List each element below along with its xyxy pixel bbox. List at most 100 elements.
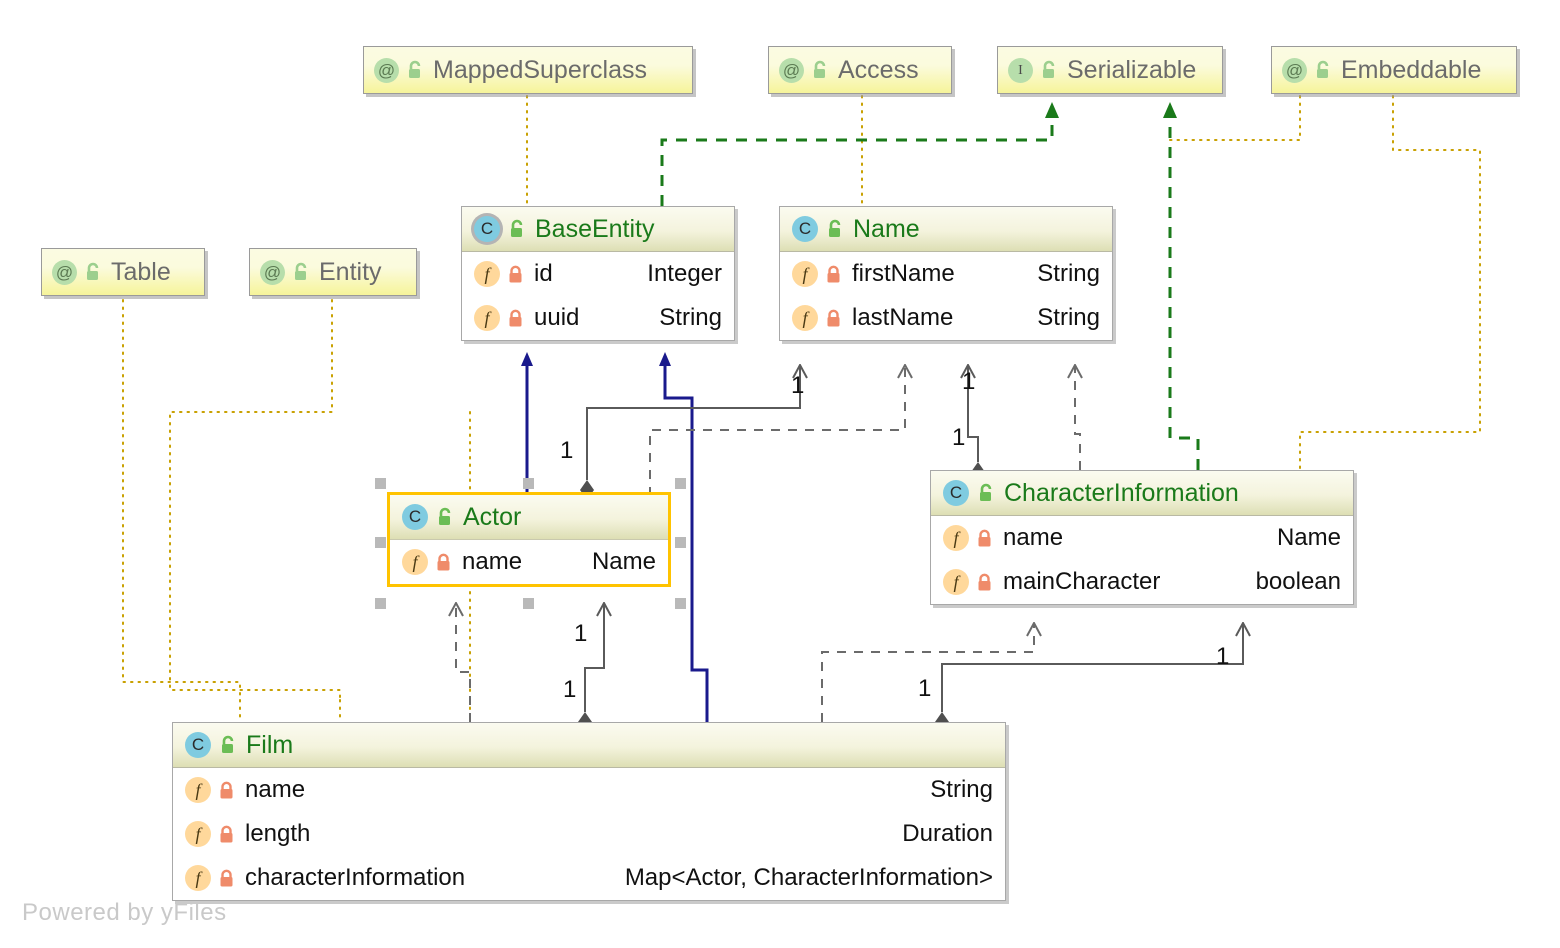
attribute-type: Map<Actor, CharacterInformation> xyxy=(624,864,993,891)
multiplicity-label: 1 xyxy=(962,368,976,395)
field-f-icon: f xyxy=(474,305,500,331)
field-f-icon: f xyxy=(474,261,500,287)
class-attribute-row[interactable]: f lastName String xyxy=(780,296,1112,340)
selection-handle-e[interactable] xyxy=(675,537,686,548)
annotation-node-embeddable[interactable]: @ Embeddable xyxy=(1271,46,1517,94)
class-attribute-row[interactable]: f firstName String xyxy=(780,252,1112,296)
attribute-type: String xyxy=(930,776,993,803)
field-f-icon: f xyxy=(792,261,818,287)
selection-handle-ne[interactable] xyxy=(675,478,686,489)
annotation-node-serializable[interactable]: I Serializable xyxy=(997,46,1223,94)
class-header: C Actor xyxy=(390,495,668,540)
lock-icon xyxy=(827,265,840,282)
class-c-abstract-icon: C xyxy=(474,216,500,242)
field-f-icon: f xyxy=(185,865,211,891)
multiplicity-label: 1 xyxy=(918,675,932,702)
watermark: Powered by yFiles xyxy=(22,899,227,926)
field-f-icon: f xyxy=(943,569,969,595)
attribute-name: id xyxy=(534,260,553,287)
selection-handle-sw[interactable] xyxy=(375,598,386,609)
class-name-label: Film xyxy=(246,730,294,759)
class-node-baseentity[interactable]: C BaseEntity f id Integer f uuid String xyxy=(461,206,735,341)
lock-icon xyxy=(978,529,991,546)
unlock-icon xyxy=(222,735,234,753)
class-c-icon: C xyxy=(792,216,818,242)
annotation-label: Access xyxy=(838,55,919,84)
unlock-icon xyxy=(980,483,992,501)
annotation-at-icon: @ xyxy=(374,57,399,83)
selection-handle-se[interactable] xyxy=(675,598,686,609)
unlock-icon xyxy=(295,262,307,280)
unlock-icon xyxy=(511,219,523,237)
class-attribute-row[interactable]: f uuid String xyxy=(462,296,734,340)
multiplicity-label: 1 xyxy=(560,437,574,464)
annotation-at-icon: @ xyxy=(779,57,804,83)
annotation-node-access[interactable]: @ Access xyxy=(768,46,952,94)
annotation-label: MappedSuperclass xyxy=(433,55,648,84)
attribute-name: name xyxy=(1003,524,1064,551)
field-f-icon: f xyxy=(792,305,818,331)
selection-handle-w[interactable] xyxy=(375,537,386,548)
selection-handle-s[interactable] xyxy=(523,598,534,609)
selection-handle-nw[interactable] xyxy=(375,478,386,489)
multiplicity-label: 1 xyxy=(1216,643,1230,670)
unlock-icon xyxy=(1043,60,1055,78)
lock-icon xyxy=(978,573,991,590)
unlock-icon xyxy=(87,262,99,280)
annotation-node-table[interactable]: @ Table xyxy=(41,248,205,296)
annotation-label: Entity xyxy=(319,257,382,286)
lock-icon xyxy=(509,309,522,326)
field-f-icon: f xyxy=(185,777,211,803)
class-node-film[interactable]: C Film f name String f length Duration xyxy=(172,722,1006,901)
class-attribute-row[interactable]: f name Name xyxy=(390,540,668,584)
class-node-characterinformation[interactable]: C CharacterInformation f name Name f mai… xyxy=(930,470,1354,605)
multiplicity-label: 1 xyxy=(952,424,966,451)
attribute-name: mainCharacter xyxy=(1003,568,1161,595)
attribute-type: Duration xyxy=(902,820,993,847)
class-name-label: BaseEntity xyxy=(535,214,655,243)
annotation-label: Serializable xyxy=(1067,55,1197,84)
lock-icon xyxy=(437,553,450,570)
annotation-at-icon: @ xyxy=(1282,57,1307,83)
class-name-label: Actor xyxy=(463,502,522,531)
lock-icon xyxy=(509,265,522,282)
attribute-name: name xyxy=(245,776,306,803)
annotation-at-icon: @ xyxy=(260,259,285,285)
annotation-label: Embeddable xyxy=(1341,55,1482,84)
class-node-name[interactable]: C Name f firstName String f lastName Str… xyxy=(779,206,1113,341)
attribute-type: String xyxy=(1037,304,1100,331)
lock-icon xyxy=(827,309,840,326)
annotation-label: Table xyxy=(111,257,171,286)
multiplicity-label: 1 xyxy=(791,372,805,399)
selection-handle-n[interactable] xyxy=(523,478,534,489)
class-attribute-row[interactable]: f length Duration xyxy=(173,812,1005,856)
attribute-type: Name xyxy=(1276,524,1341,551)
multiplicity-label: 1 xyxy=(574,620,588,647)
attribute-name: uuid xyxy=(534,304,580,331)
field-f-icon: f xyxy=(402,549,428,575)
class-node-actor[interactable]: C Actor f name Name xyxy=(387,492,671,587)
class-attribute-row[interactable]: f name String xyxy=(173,768,1005,812)
unlock-icon xyxy=(814,60,826,78)
class-c-icon: C xyxy=(185,732,211,758)
annotation-node-mappedsuperclass[interactable]: @ MappedSuperclass xyxy=(363,46,693,94)
class-name-label: Name xyxy=(853,214,920,243)
unlock-icon xyxy=(409,60,421,78)
unlock-icon xyxy=(829,219,841,237)
class-c-icon: C xyxy=(943,480,969,506)
class-attribute-row[interactable]: f characterInformation Map<Actor, Charac… xyxy=(173,856,1005,900)
attribute-name: name xyxy=(462,548,523,575)
annotation-node-entity[interactable]: @ Entity xyxy=(249,248,417,296)
field-f-icon: f xyxy=(943,525,969,551)
lock-icon xyxy=(220,781,233,798)
attribute-type: Name xyxy=(591,548,656,575)
class-header: C Film xyxy=(173,723,1005,768)
annotation-link-group xyxy=(122,95,1481,723)
class-name-label: CharacterInformation xyxy=(1004,478,1239,507)
class-c-icon: C xyxy=(402,504,428,530)
attribute-type: Integer xyxy=(647,260,722,287)
class-attribute-row[interactable]: f id Integer xyxy=(462,252,734,296)
class-attribute-row[interactable]: f name Name xyxy=(931,516,1353,560)
class-attribute-row[interactable]: f mainCharacter boolean xyxy=(931,560,1353,604)
